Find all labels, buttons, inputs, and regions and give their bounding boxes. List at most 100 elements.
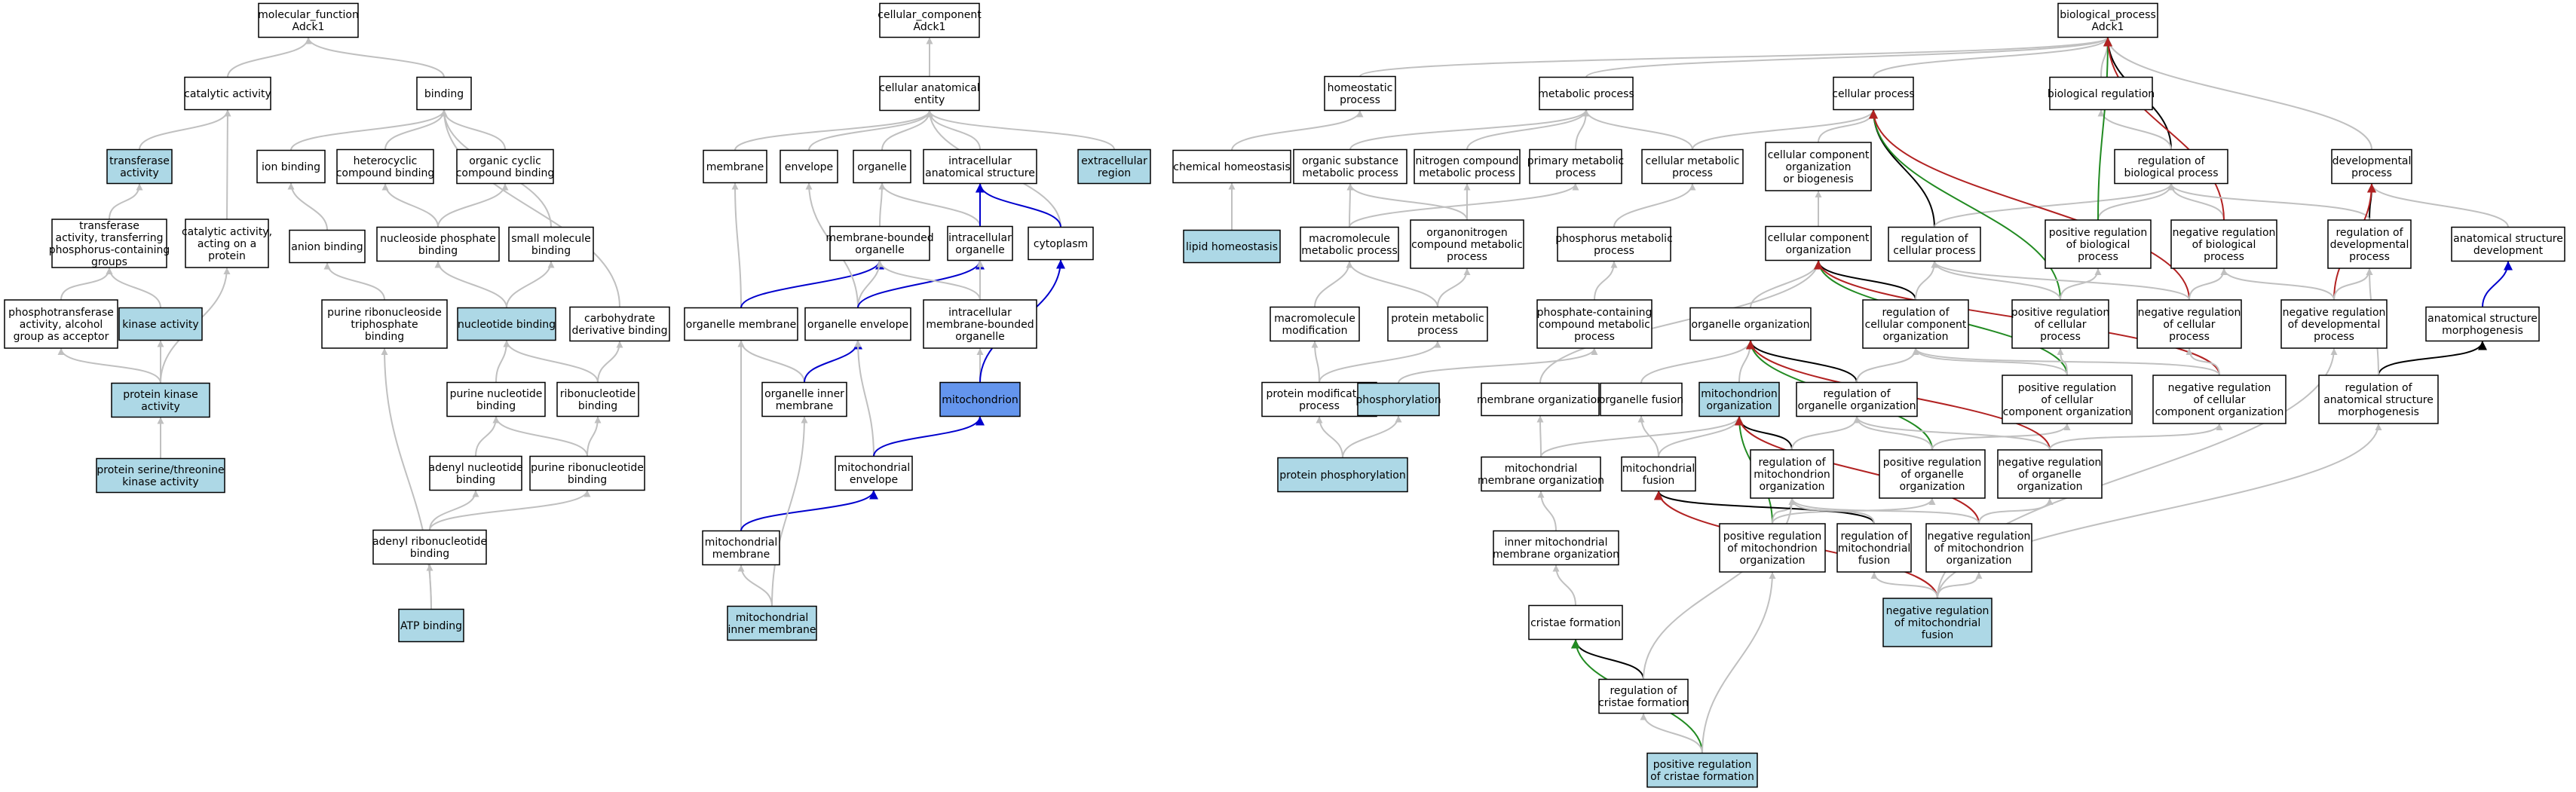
node-protphos[interactable]: protein phosphorylation	[1277, 457, 1408, 493]
node-lipid[interactable]: lipid homeostasis	[1183, 229, 1281, 264]
node-memorg[interactable]: membrane organization	[1477, 382, 1603, 417]
node-atp[interactable]: ATP binding	[398, 608, 464, 643]
node-orgenv[interactable]: organelle envelope	[804, 307, 911, 341]
node-bioreg[interactable]: biological regulation	[2048, 76, 2155, 111]
node-cytoplasm[interactable]: cytoplasm	[1028, 226, 1094, 261]
node-envelope[interactable]: envelope	[780, 149, 838, 184]
node-label-regmitoorg-1: mitochondrion	[1754, 469, 1830, 481]
node-phosphorylation[interactable]: phosphorylation	[1355, 382, 1441, 417]
node-catalytic[interactable]: catalytic activity	[184, 76, 271, 111]
node-membrane[interactable]: membrane	[703, 149, 767, 184]
node-ionbinding[interactable]: ion binding	[256, 149, 326, 184]
node-mito[interactable]: mitochondrion	[939, 381, 1021, 417]
node-anionbinding[interactable]: anion binding	[289, 229, 366, 264]
edge-negregbio-to-bp	[2103, 37, 2225, 221]
node-cristae[interactable]: cristae formation	[1528, 604, 1623, 641]
node-organelle[interactable]: organelle	[853, 149, 911, 184]
node-nucbinding[interactable]: nucleotide binding	[457, 307, 556, 341]
node-box-pmp	[1529, 148, 1622, 185]
node-cellproc[interactable]: cellular process	[1832, 76, 1915, 111]
node-metabolic[interactable]: metabolic process	[1538, 76, 1634, 111]
node-chemhomeo[interactable]: chemical homeostasis	[1172, 149, 1291, 184]
node-binding[interactable]: binding	[416, 76, 472, 111]
node-orgmem[interactable]: organelle membrane	[684, 307, 798, 341]
node-orgorg[interactable]: organelle organization	[1689, 307, 1812, 341]
node-orgfusion[interactable]: organelle fusion	[1599, 382, 1683, 417]
node-kinase[interactable]: kinase activity	[118, 307, 203, 341]
